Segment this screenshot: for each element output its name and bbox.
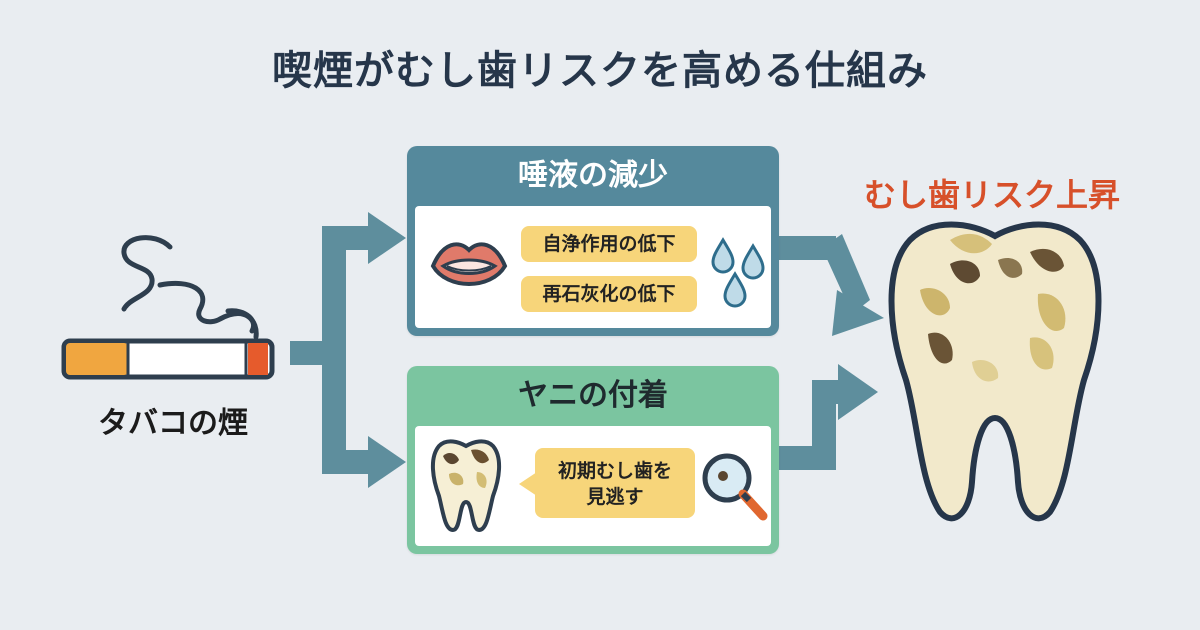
page-title: 喫煙がむし歯リスクを高める仕組み <box>272 48 928 94</box>
water-drops-icon <box>711 237 765 308</box>
decayed-tooth-icon <box>888 221 1102 522</box>
cigarette-icon <box>61 235 275 380</box>
panel-saliva-body: 自浄作用の低下 再石灰化の低下 <box>415 206 771 328</box>
panel-tar-heading: ヤニの付着 <box>518 378 668 413</box>
speech-pointer <box>519 472 537 496</box>
merge-arrow-upper <box>778 234 884 336</box>
cigarette-body <box>61 338 275 380</box>
source-label: タバコの煙 <box>98 406 248 441</box>
lips-icon <box>430 242 508 286</box>
panel-saliva: 唾液の減少 自浄作用の低下 再石灰化の低下 <box>407 146 779 336</box>
magnifier-icon <box>702 453 768 521</box>
effect-item-self-cleaning: 自浄作用の低下 <box>521 226 697 262</box>
merge-arrow-lower <box>778 364 878 470</box>
stained-tooth-icon <box>431 439 501 533</box>
effect-item-line-1: 初期むし歯を <box>557 460 672 482</box>
split-arrow <box>290 212 406 488</box>
panel-tar-body: 初期むし歯を 見逃す <box>415 426 771 546</box>
panel-saliva-heading: 唾液の減少 <box>518 158 668 193</box>
panel-tar: ヤニの付着 初期むし歯を 見逃す <box>407 366 779 554</box>
effect-item-missed-early-caries: 初期むし歯を 見逃す <box>535 448 695 518</box>
effect-item-remineralization: 再石灰化の低下 <box>521 276 697 312</box>
effect-item-line-2: 見逃す <box>586 486 644 508</box>
result-label: むし歯リスク上昇 <box>863 176 1120 214</box>
smoke-icon <box>121 235 259 340</box>
